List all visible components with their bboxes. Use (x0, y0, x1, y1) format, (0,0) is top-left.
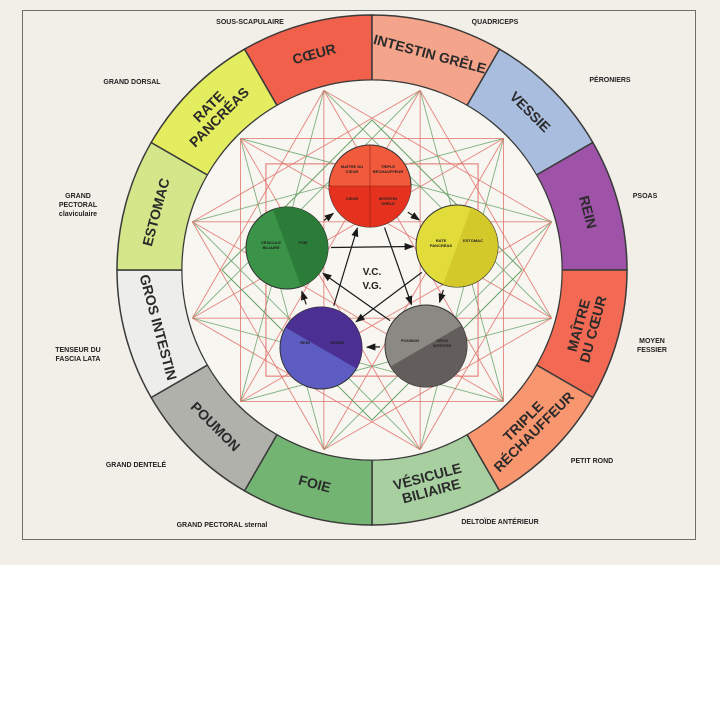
meridian-line (192, 138, 504, 319)
element-label: RATE (436, 238, 447, 243)
center-line-2: V.G. (362, 281, 381, 292)
element-arrow (323, 212, 335, 222)
inner-disk-circle (181, 79, 563, 461)
element-half (272, 207, 328, 287)
element-half (390, 325, 467, 387)
element-label: INTESTIN (379, 196, 397, 201)
meridian-line (240, 90, 421, 402)
element-half (285, 307, 362, 369)
element-arrow (438, 289, 446, 304)
element-arrow (383, 227, 413, 306)
meridian-line (323, 138, 504, 450)
meridian-line (240, 138, 325, 450)
element-arrow (321, 272, 391, 322)
muscle-label-10: claviculaire (59, 211, 97, 218)
element-arrow (301, 290, 308, 305)
muscle-label-10: PECTORAL (59, 202, 98, 209)
center-line-1: V.C. (363, 267, 382, 278)
muscle-label-10: GRAND (65, 193, 91, 200)
element-label: VESSIE (330, 340, 345, 345)
poster-frame (22, 10, 696, 540)
element-label: VÉSICULE (261, 240, 281, 245)
muscle-label-11: GRAND DORSAL (103, 79, 161, 86)
muscle-label-1: QUADRICEPS (472, 19, 519, 26)
element-arrow (355, 271, 423, 323)
element-label: GROS (436, 338, 448, 343)
muscle-label-4: FESSIER (637, 347, 667, 354)
muscle-label-3: PSOAS (633, 193, 658, 200)
meridian-line (240, 138, 421, 450)
meridian-line (323, 90, 552, 319)
muscle-label-8: GRAND DENTELÉ (106, 460, 167, 469)
muscle-label-9: TENSEUR DU (55, 347, 101, 354)
meridian-line (419, 138, 504, 450)
element-label: GRÊLE (381, 201, 395, 206)
element-water: REIN VESSIE (279, 306, 363, 390)
element-label: ESTOMAC (463, 238, 483, 243)
muscle-label-0: SOUS-SCAPULAIRE (216, 19, 284, 26)
element-label: TRIPLE (381, 164, 396, 169)
muscle-label-2: PÉRONIERS (589, 75, 631, 84)
element-label: PANCRÉAS (430, 243, 452, 248)
muscle-label-7: GRAND PECTORAL sternal (177, 522, 268, 529)
muscle-labels: SOUS-SCAPULAIRE QUADRICEPS PÉRONIERS PSOAS M… (55, 19, 667, 529)
meridian-line (240, 138, 552, 319)
inner-disk (181, 79, 563, 461)
element-arrow (333, 226, 359, 307)
muscle-label-5: PETIT ROND (571, 458, 613, 465)
element-label: BILIAIRE (262, 245, 279, 250)
meridian-line (192, 90, 421, 319)
element-label: REIN (300, 340, 310, 345)
muscle-label-6: DELTOÏDE ANTÉRIEUR (461, 517, 538, 526)
element-label: FOIE (298, 240, 308, 245)
muscle-label-4: MOYEN (639, 338, 665, 345)
element-arrows (301, 211, 446, 351)
element-half (442, 207, 498, 287)
element-label: RÉCHAUFFEUR (373, 169, 404, 174)
element-label: CŒUR (346, 196, 359, 201)
element-label: POUMON (401, 338, 419, 343)
center-label: V.C. V.G. (362, 267, 381, 292)
muscle-label-9: FASCIA LATA (56, 356, 101, 363)
element-arrow (330, 243, 415, 251)
element-label: CŒUR (346, 169, 359, 174)
element-arrow (407, 211, 421, 221)
blank-bottom-area (0, 565, 720, 720)
element-label: MAÎTRE DU (341, 164, 363, 169)
element-label: INTESTIN (433, 343, 451, 348)
